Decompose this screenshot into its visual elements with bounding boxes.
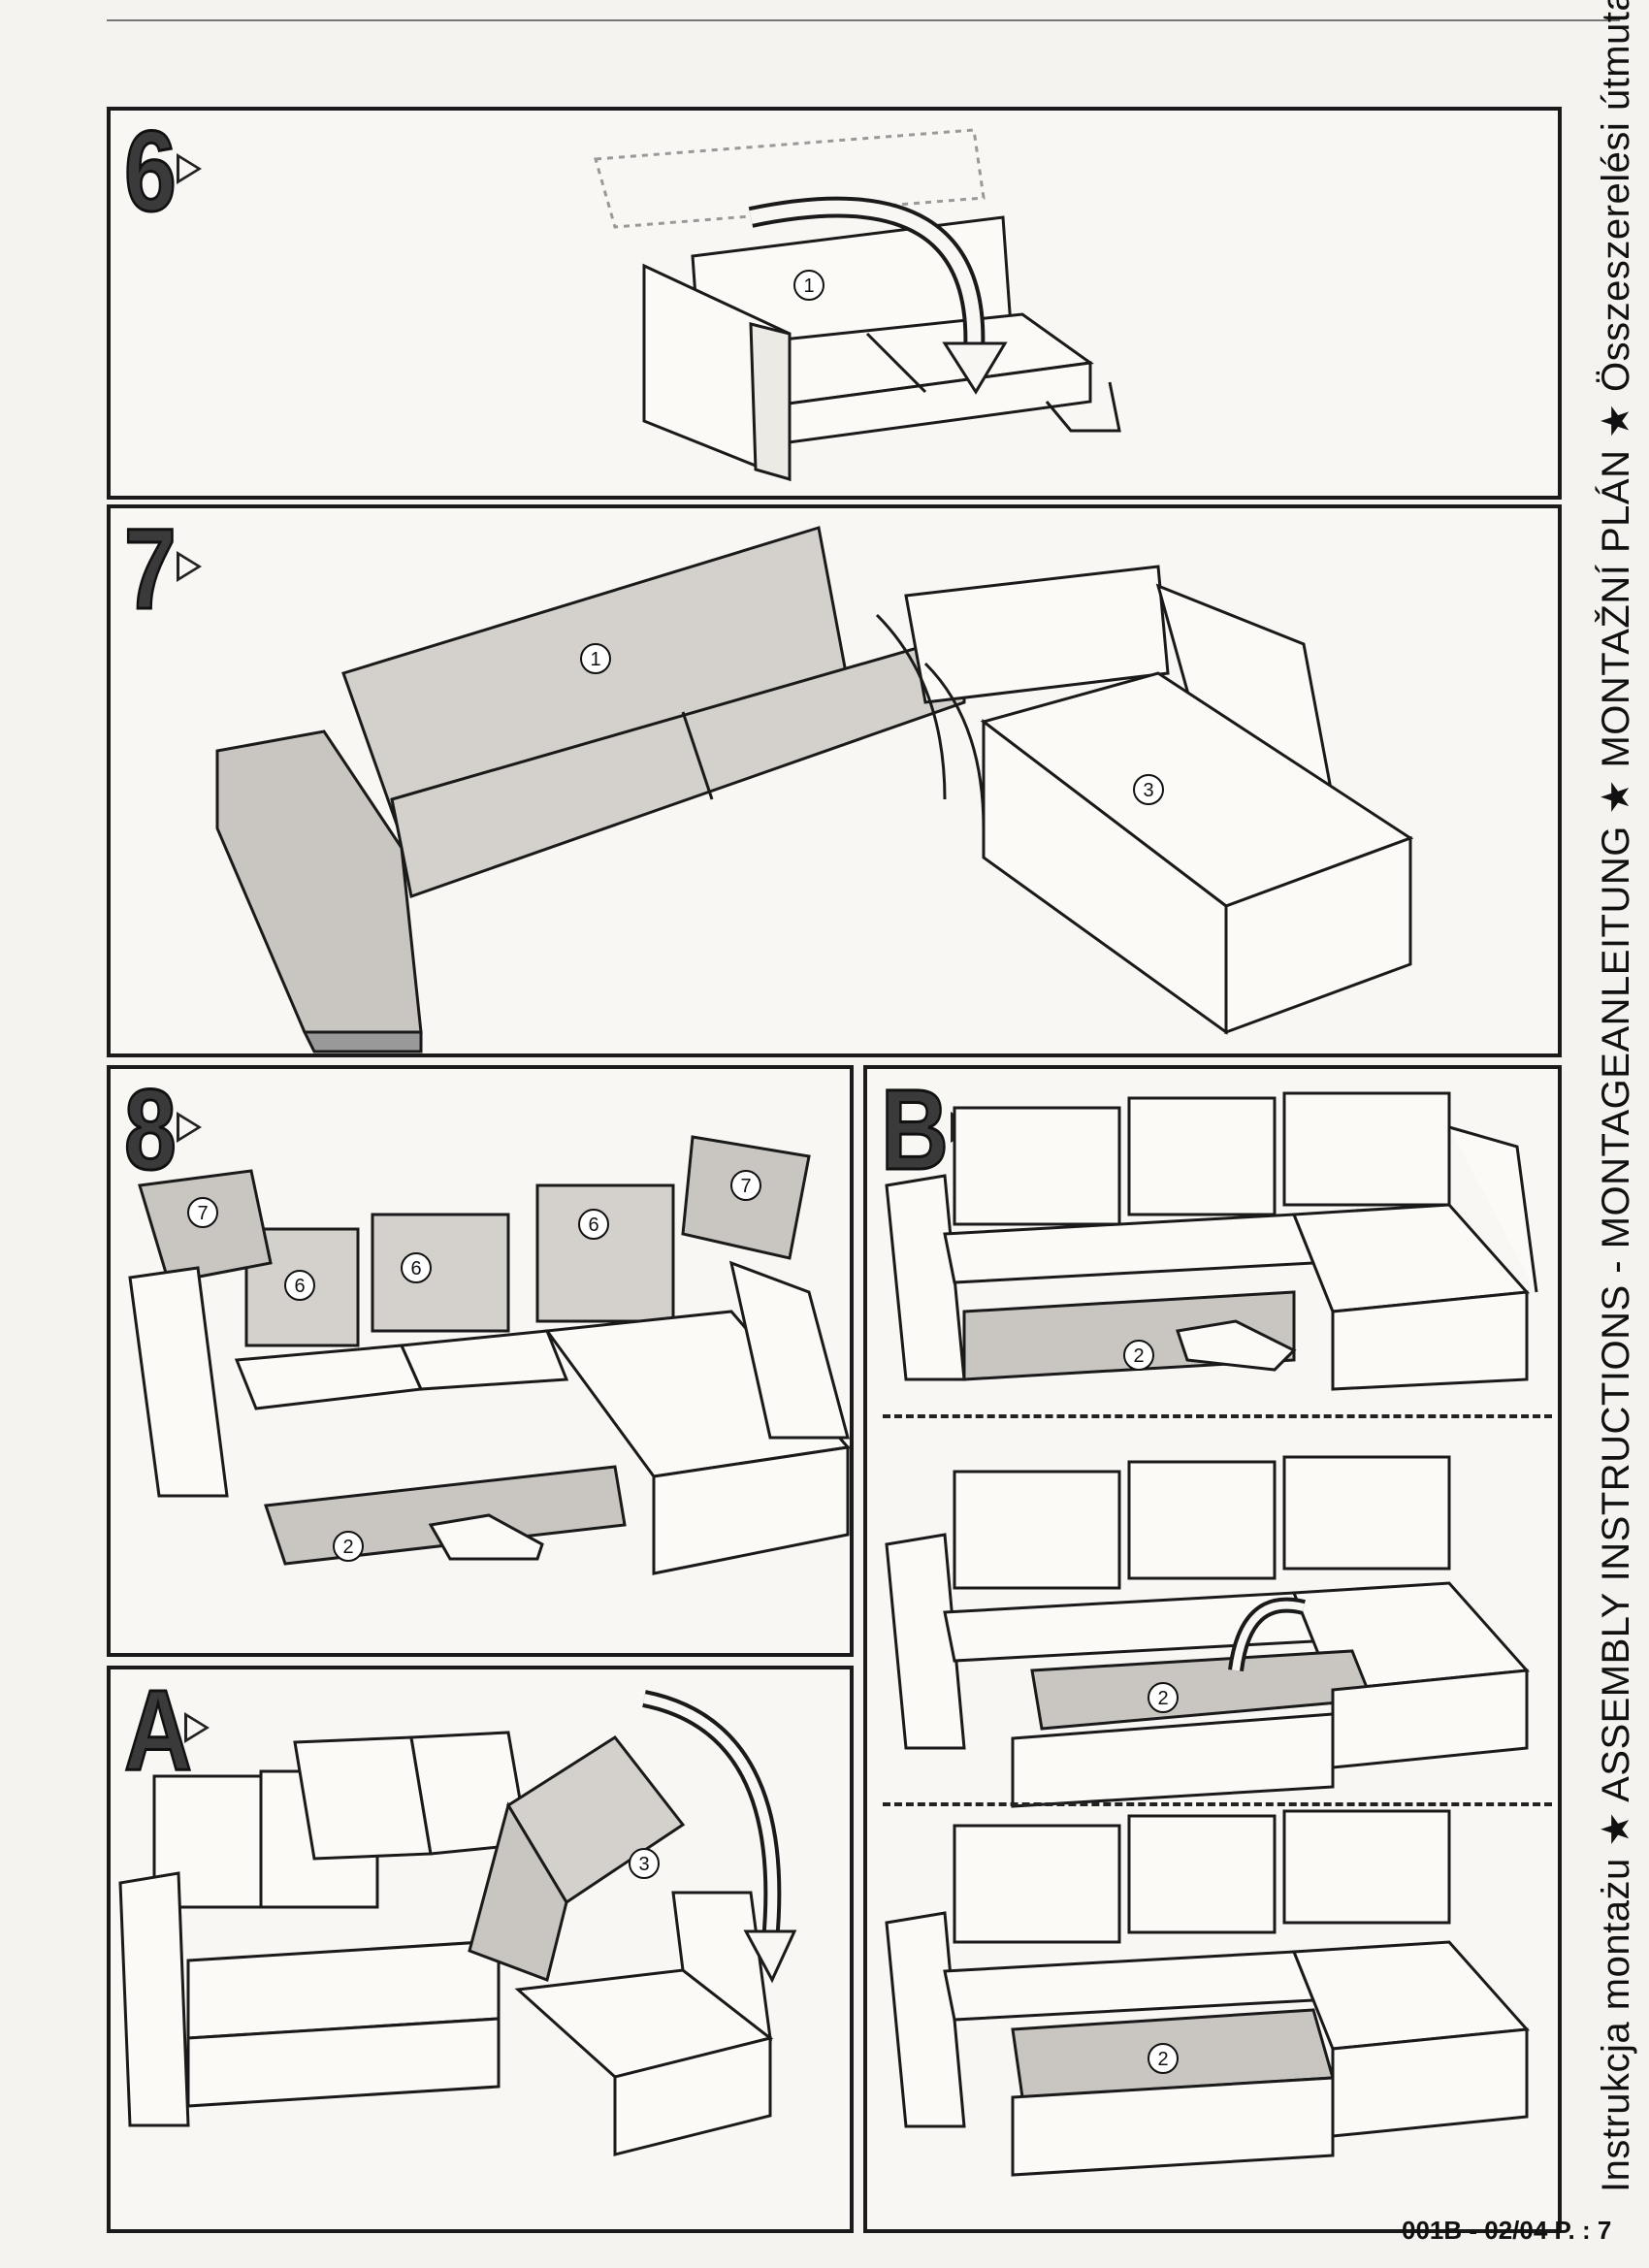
step-6-arrow-icon — [177, 153, 202, 184]
step-8-panel: 8 — [107, 1065, 854, 1657]
step-b-divider-1 — [883, 1414, 1552, 1418]
step-b-callout-2-frame-1: 2 — [1133, 1345, 1144, 1367]
step-b-number: B — [880, 1066, 950, 1194]
step-a-callout-3: 3 — [638, 1854, 649, 1875]
step-8-callout-6-left: 6 — [294, 1276, 305, 1297]
page-footer: 001B - 02/04 P. : 7 — [1402, 2216, 1612, 2245]
step-7-illustration: 1 3 — [215, 526, 1414, 1053]
step-b-panel: B 2 — [863, 1065, 1562, 2233]
step-8-illustration: 7 6 6 6 7 2 — [128, 1135, 850, 1575]
step-b-divider-2 — [883, 1802, 1552, 1806]
step-b-illustration: 2 2 — [885, 1091, 1538, 2177]
step-8-callout-2: 2 — [342, 1537, 353, 1558]
step-a-illustration: 3 — [118, 1690, 797, 2156]
step-8-callout-7-left: 7 — [197, 1203, 208, 1224]
step-7-arrow-icon — [177, 551, 202, 582]
step-a-panel: A 3 — [107, 1666, 854, 2233]
step-b-callout-2-frame-2: 2 — [1157, 1688, 1168, 1709]
step-7-panel: 7 1 3 — [107, 504, 1562, 1057]
step-6-callout-1: 1 — [803, 275, 814, 297]
step-8-number: 8 — [123, 1066, 178, 1194]
step-8-callout-6-right: 6 — [588, 1215, 598, 1236]
step-8-callout-7-right: 7 — [740, 1176, 751, 1197]
step-a-number: A — [123, 1667, 193, 1795]
step-8-arrow-icon — [177, 1112, 202, 1143]
step-b-callout-2-frame-3: 2 — [1157, 2049, 1168, 2070]
step-6-illustration: 1 — [594, 128, 1121, 482]
top-rule — [107, 19, 1620, 21]
step-7-number: 7 — [123, 505, 178, 633]
step-6-number: 6 — [123, 108, 178, 236]
step-a-arrow-icon — [184, 1712, 210, 1743]
side-title: Instrukcja montażu ★ ASSEMBLY INSTRUCTIO… — [1595, 0, 1637, 2192]
step-8-callout-6-middle: 6 — [410, 1258, 421, 1280]
step-7-callout-3: 3 — [1143, 780, 1153, 801]
step-6-panel: 6 1 — [107, 107, 1562, 500]
step-7-callout-1: 1 — [590, 649, 600, 670]
